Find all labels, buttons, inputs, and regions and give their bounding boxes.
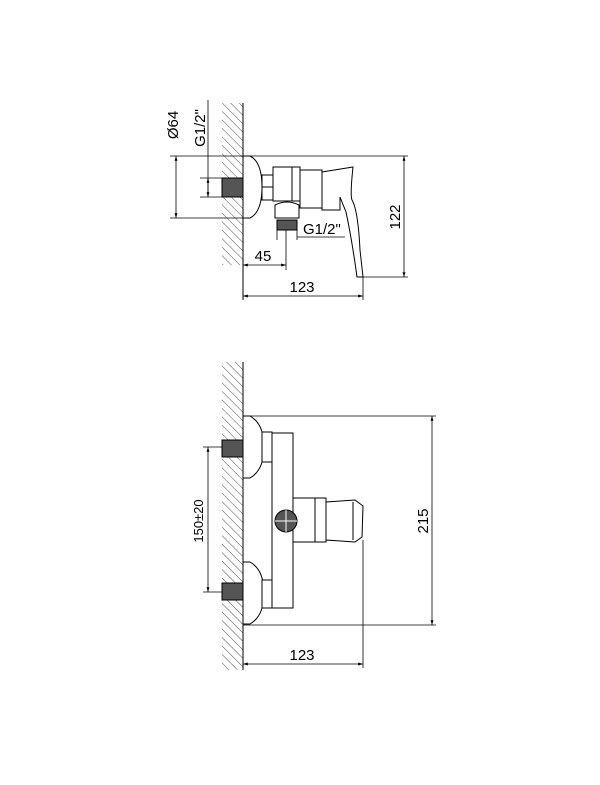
cartridge (299, 169, 323, 209)
depth-label: 123 (289, 647, 314, 664)
depth-label: 123 (289, 279, 314, 296)
upper-rosette (242, 415, 265, 479)
wall-hatch (222, 362, 243, 670)
spacing-label: 150±20 (191, 499, 206, 542)
front-view: 215 150±20 123 (191, 362, 436, 670)
height-label: 215 (415, 508, 432, 533)
inlet-thread-label: G1/2" (192, 109, 209, 147)
lever-handle (321, 166, 364, 278)
valve-body (272, 166, 301, 202)
upper-nut (261, 431, 273, 463)
outlet-thread-label: G1/2" (303, 221, 341, 238)
height-label: 122 (387, 204, 404, 229)
lower-rosette (242, 561, 265, 625)
side-view: Ø64 G1/2" G1/2" 45 123 122 (165, 100, 408, 300)
lever-handle (325, 499, 364, 543)
upper-inlet-thread (221, 439, 244, 458)
lower-nut (261, 579, 273, 609)
outlet-nut (274, 201, 300, 219)
diameter-label: Ø64 (165, 111, 182, 139)
outlet-offset-label: 45 (255, 248, 272, 265)
inlet-thread (221, 177, 244, 198)
outlet-thread (276, 219, 298, 231)
rosette (242, 155, 263, 219)
lower-inlet-thread (221, 582, 244, 601)
cartridge (292, 497, 327, 543)
